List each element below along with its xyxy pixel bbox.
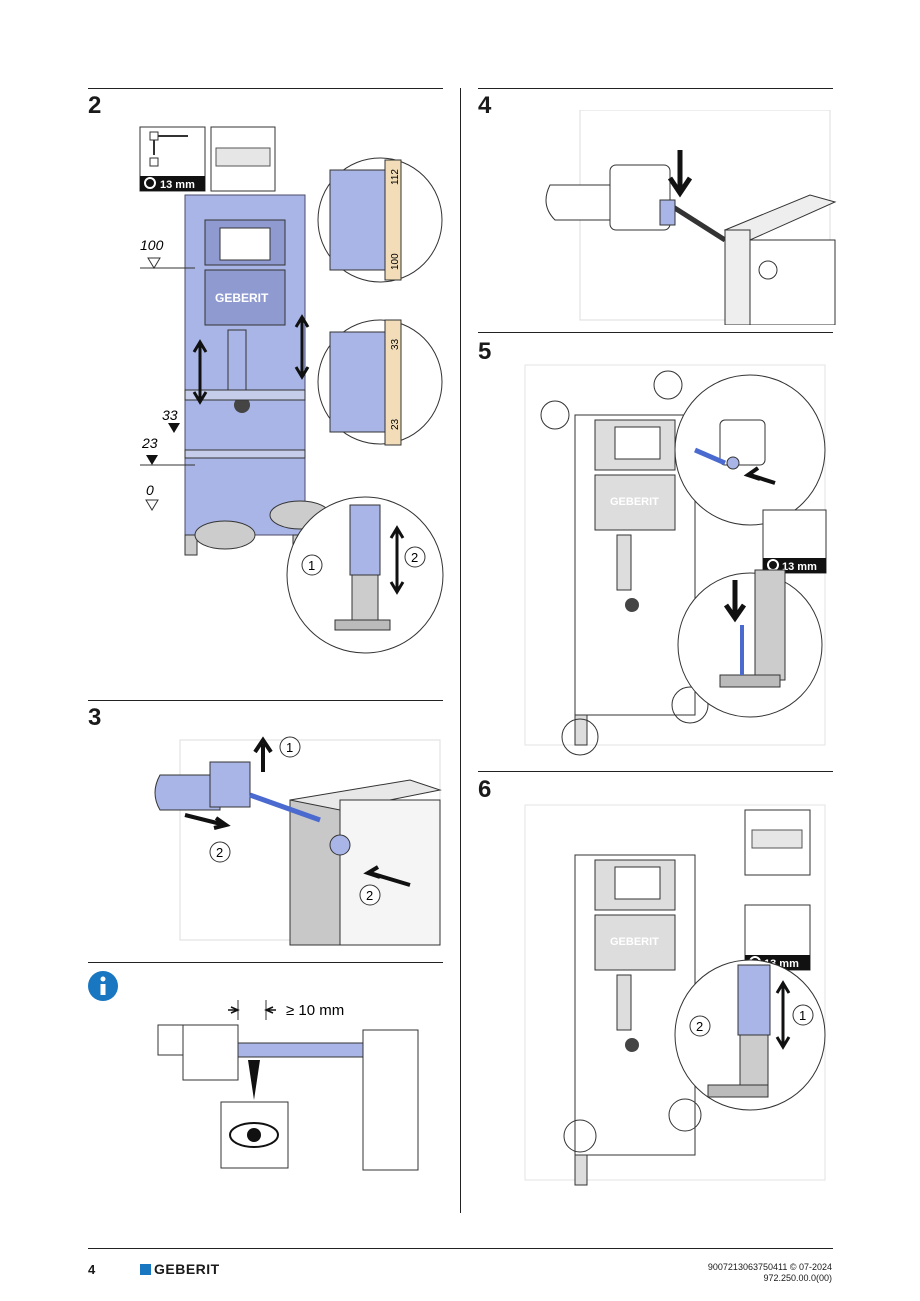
info-illustration: ≥ 10 mm xyxy=(88,971,419,1171)
divider xyxy=(88,88,443,89)
step-number: 3 xyxy=(88,704,102,731)
ruler-label: 23 xyxy=(390,418,401,430)
divider xyxy=(478,88,833,89)
ruler-label: 33 xyxy=(390,338,401,350)
step-number: 6 xyxy=(478,776,492,803)
callout-number: 1 xyxy=(308,558,315,573)
divider xyxy=(88,700,443,701)
footer-logo: GEBERIT xyxy=(140,1261,220,1277)
step2-illustration: 13 mm GEBERIT 100 33 23 0 112 100 33 23 … xyxy=(139,126,444,654)
level-label: 100 xyxy=(140,237,164,253)
doc-code-line: 9007213063750411 © 07-2024 xyxy=(707,1262,832,1272)
tool-size-label: 13 mm xyxy=(782,561,817,573)
ruler-label: 100 xyxy=(390,253,401,270)
step3-illustration: 1 2 2 xyxy=(154,736,442,946)
step6-illustration: GEBERIT 13 mm 2 1 xyxy=(524,804,826,1186)
step4-illustration xyxy=(545,110,837,325)
step-number: 2 xyxy=(88,92,102,119)
footer-divider xyxy=(88,1248,833,1249)
eye-icon xyxy=(229,1122,279,1148)
footer-brand-text: GEBERIT xyxy=(154,1261,220,1277)
divider xyxy=(88,962,443,963)
divider xyxy=(478,771,833,772)
level-label: 23 xyxy=(141,435,158,451)
distance-label: ≥ 10 mm xyxy=(286,1002,344,1019)
page-number: 4 xyxy=(88,1262,96,1277)
step5-illustration: GEBERIT 13 mm xyxy=(524,364,827,756)
tool-size-label: 13 mm xyxy=(160,179,195,191)
doc-number-line: 972.250.00.0(00) xyxy=(763,1273,832,1283)
step-number: 5 xyxy=(478,338,492,365)
wrench-icon: 13 mm xyxy=(762,509,827,574)
callout-number: 2 xyxy=(216,845,223,860)
spirit-level-icon xyxy=(210,126,276,192)
level-label: 33 xyxy=(162,407,178,423)
document-code: 9007213063750411 © 07-2024 972.250.00.0(… xyxy=(708,1262,832,1284)
brand-square-icon xyxy=(140,1263,151,1275)
ruler-label: 112 xyxy=(390,169,401,185)
info-icon xyxy=(88,971,118,1001)
callout-number: 2 xyxy=(411,550,418,565)
spirit-level-icon xyxy=(744,809,811,876)
step-number: 4 xyxy=(478,92,492,119)
callout-number: 1 xyxy=(799,1008,806,1023)
wrench-icon: 13 mm xyxy=(744,904,811,971)
callout-number: 2 xyxy=(696,1019,703,1034)
frame-brand-label: GEBERIT xyxy=(610,496,659,508)
frame-brand-label: GEBERIT xyxy=(215,291,269,305)
callout-number: 1 xyxy=(286,740,293,755)
wrench-icon: 13 mm xyxy=(139,126,206,192)
divider xyxy=(478,332,833,333)
callout-number: 2 xyxy=(366,888,373,903)
column-divider xyxy=(460,88,461,1213)
level-label: 0 xyxy=(146,482,154,498)
frame-brand-label: GEBERIT xyxy=(610,936,659,948)
